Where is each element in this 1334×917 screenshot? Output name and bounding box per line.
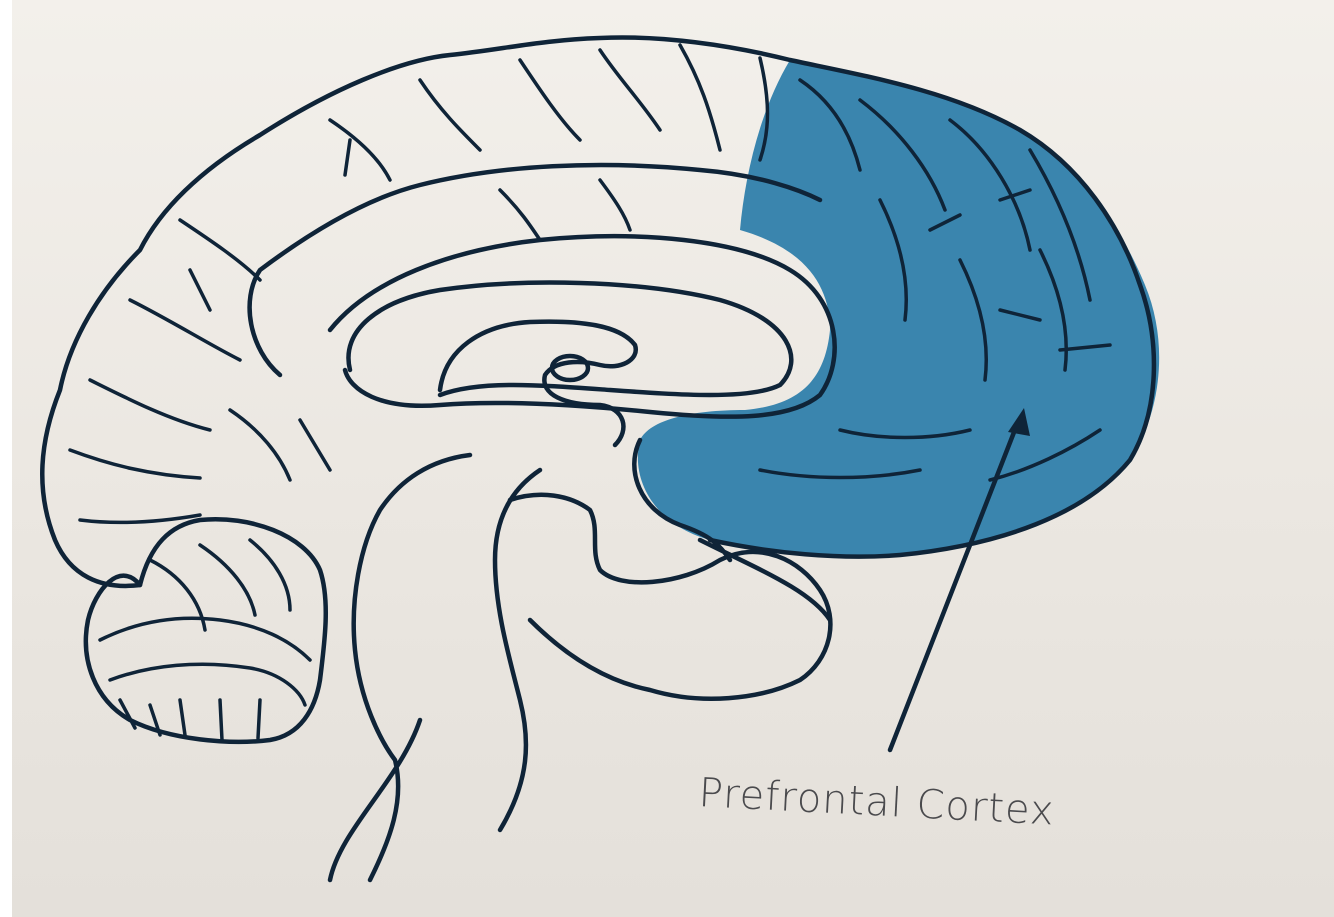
brainstem	[330, 455, 540, 880]
interthalamic-adhesion	[552, 356, 588, 380]
cerebellum-folia	[100, 540, 310, 740]
thalamus	[440, 322, 636, 445]
